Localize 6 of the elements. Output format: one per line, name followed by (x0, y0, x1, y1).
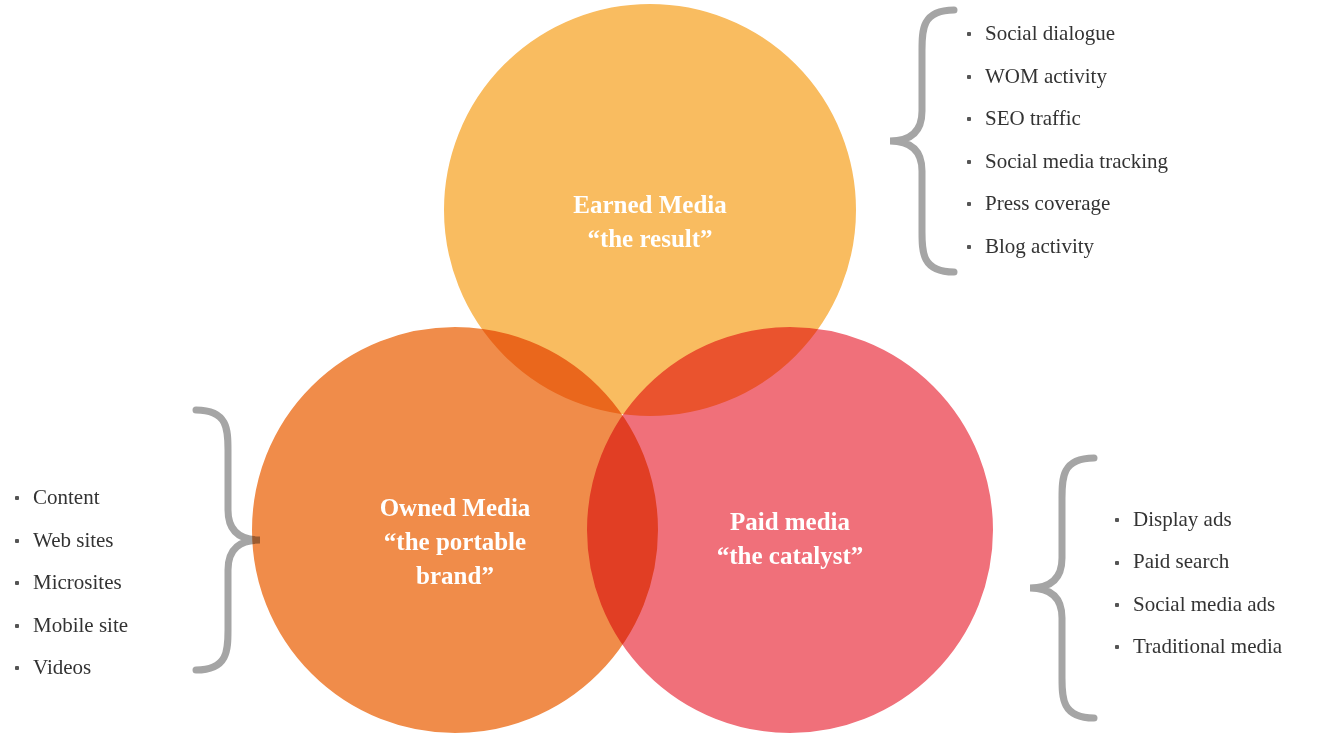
circle-subtitle: “the portable brand” (382, 527, 528, 591)
circle-heading: Owned Media (378, 493, 532, 523)
circle-subtitle: “the catalyst” (715, 541, 865, 571)
circle-subtitle: “the result” (586, 224, 714, 254)
circle-heading: Earned Media (572, 190, 728, 220)
circle-heading: Paid media (728, 507, 852, 537)
